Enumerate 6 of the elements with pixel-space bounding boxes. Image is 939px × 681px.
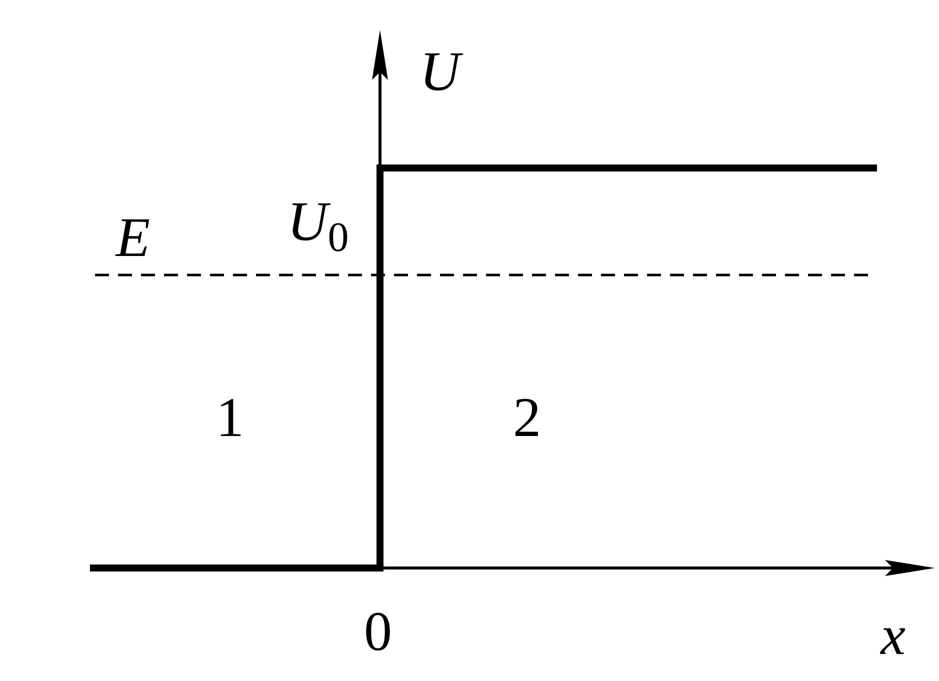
axis-label: x (880, 608, 906, 664)
region-label: 1 (216, 390, 244, 446)
level-label: U$_{0}$ (287, 194, 349, 250)
level-label: E (116, 210, 150, 266)
region-label: 2 (513, 390, 541, 446)
origin-label: 0 (364, 604, 392, 660)
